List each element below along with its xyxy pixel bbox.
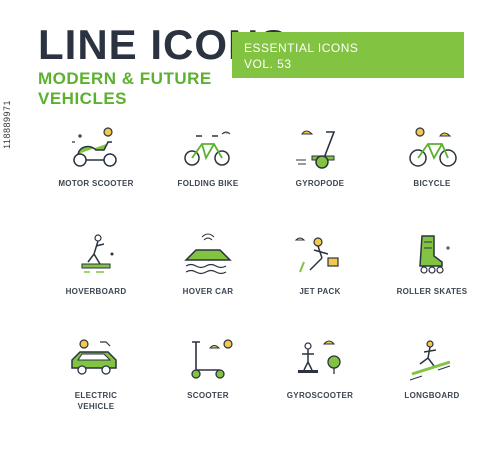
icon-cell-hover-car: HOVER CAR bbox=[152, 232, 264, 297]
icon-cell-jet-pack: JET PACK bbox=[264, 232, 376, 297]
icon-label: FOLDING BIKE bbox=[177, 179, 239, 188]
roller-skates-icon bbox=[419, 235, 450, 274]
icon-cell-roller-skates: ROLLER SKATES bbox=[376, 232, 488, 297]
hover-car-icon bbox=[184, 233, 232, 275]
icon-cell-longboard: LONGBOARD bbox=[376, 336, 488, 401]
electric-vehicle-icon bbox=[71, 339, 117, 375]
icon-label: ELECTRIC VEHICLE bbox=[74, 391, 118, 412]
badge: ESSENTIAL ICONS VOL. 53 bbox=[232, 32, 464, 78]
scooter-icon bbox=[191, 339, 233, 379]
icon-cell-electric-vehicle: ELECTRIC VEHICLE bbox=[40, 336, 152, 412]
longboard-icon bbox=[409, 340, 451, 381]
badge-title: ESSENTIAL ICONS bbox=[244, 41, 359, 55]
icon-label: JET PACK bbox=[299, 287, 341, 296]
icon-cell-gyropode: GYROPODE bbox=[264, 124, 376, 189]
gyropode-icon bbox=[296, 130, 336, 169]
gyroscooter-icon bbox=[298, 340, 341, 374]
motor-scooter-icon bbox=[72, 127, 117, 167]
icon-cell-folding-bike: FOLDING BIKE bbox=[152, 124, 264, 189]
subtitle-line-1: MODERN & FUTURE bbox=[38, 69, 212, 88]
icon-label: HOVER CAR bbox=[182, 287, 234, 296]
icon-label: GYROPODE bbox=[295, 179, 345, 188]
icon-label: MOTOR SCOOTER bbox=[58, 179, 134, 188]
icon-label: SCOOTER bbox=[187, 391, 229, 400]
icon-label: ROLLER SKATES bbox=[396, 287, 468, 296]
icon-label: BICYCLE bbox=[413, 179, 451, 188]
badge-volume: VOL. 53 bbox=[244, 57, 292, 71]
icon-cell-motor-scooter: MOTOR SCOOTER bbox=[40, 124, 152, 189]
icon-cell-gyroscooter: GYROSCOOTER bbox=[264, 336, 376, 401]
icon-cell-bicycle: BICYCLE bbox=[376, 124, 488, 189]
folding-bike-icon bbox=[184, 131, 231, 166]
subtitle-line-2: VEHICLES bbox=[38, 89, 128, 108]
bicycle-icon bbox=[409, 127, 457, 167]
hoverboard-icon bbox=[81, 234, 114, 273]
icon-label: GYROSCOOTER bbox=[286, 391, 354, 400]
jet-pack-icon bbox=[294, 237, 339, 273]
icon-cell-hoverboard: HOVERBOARD bbox=[40, 232, 152, 297]
icon-label: LONGBOARD bbox=[404, 391, 460, 400]
icon-label: HOVERBOARD bbox=[65, 287, 127, 296]
icon-cell-scooter: SCOOTER bbox=[152, 336, 264, 401]
stock-id: 118889971 bbox=[2, 100, 12, 149]
